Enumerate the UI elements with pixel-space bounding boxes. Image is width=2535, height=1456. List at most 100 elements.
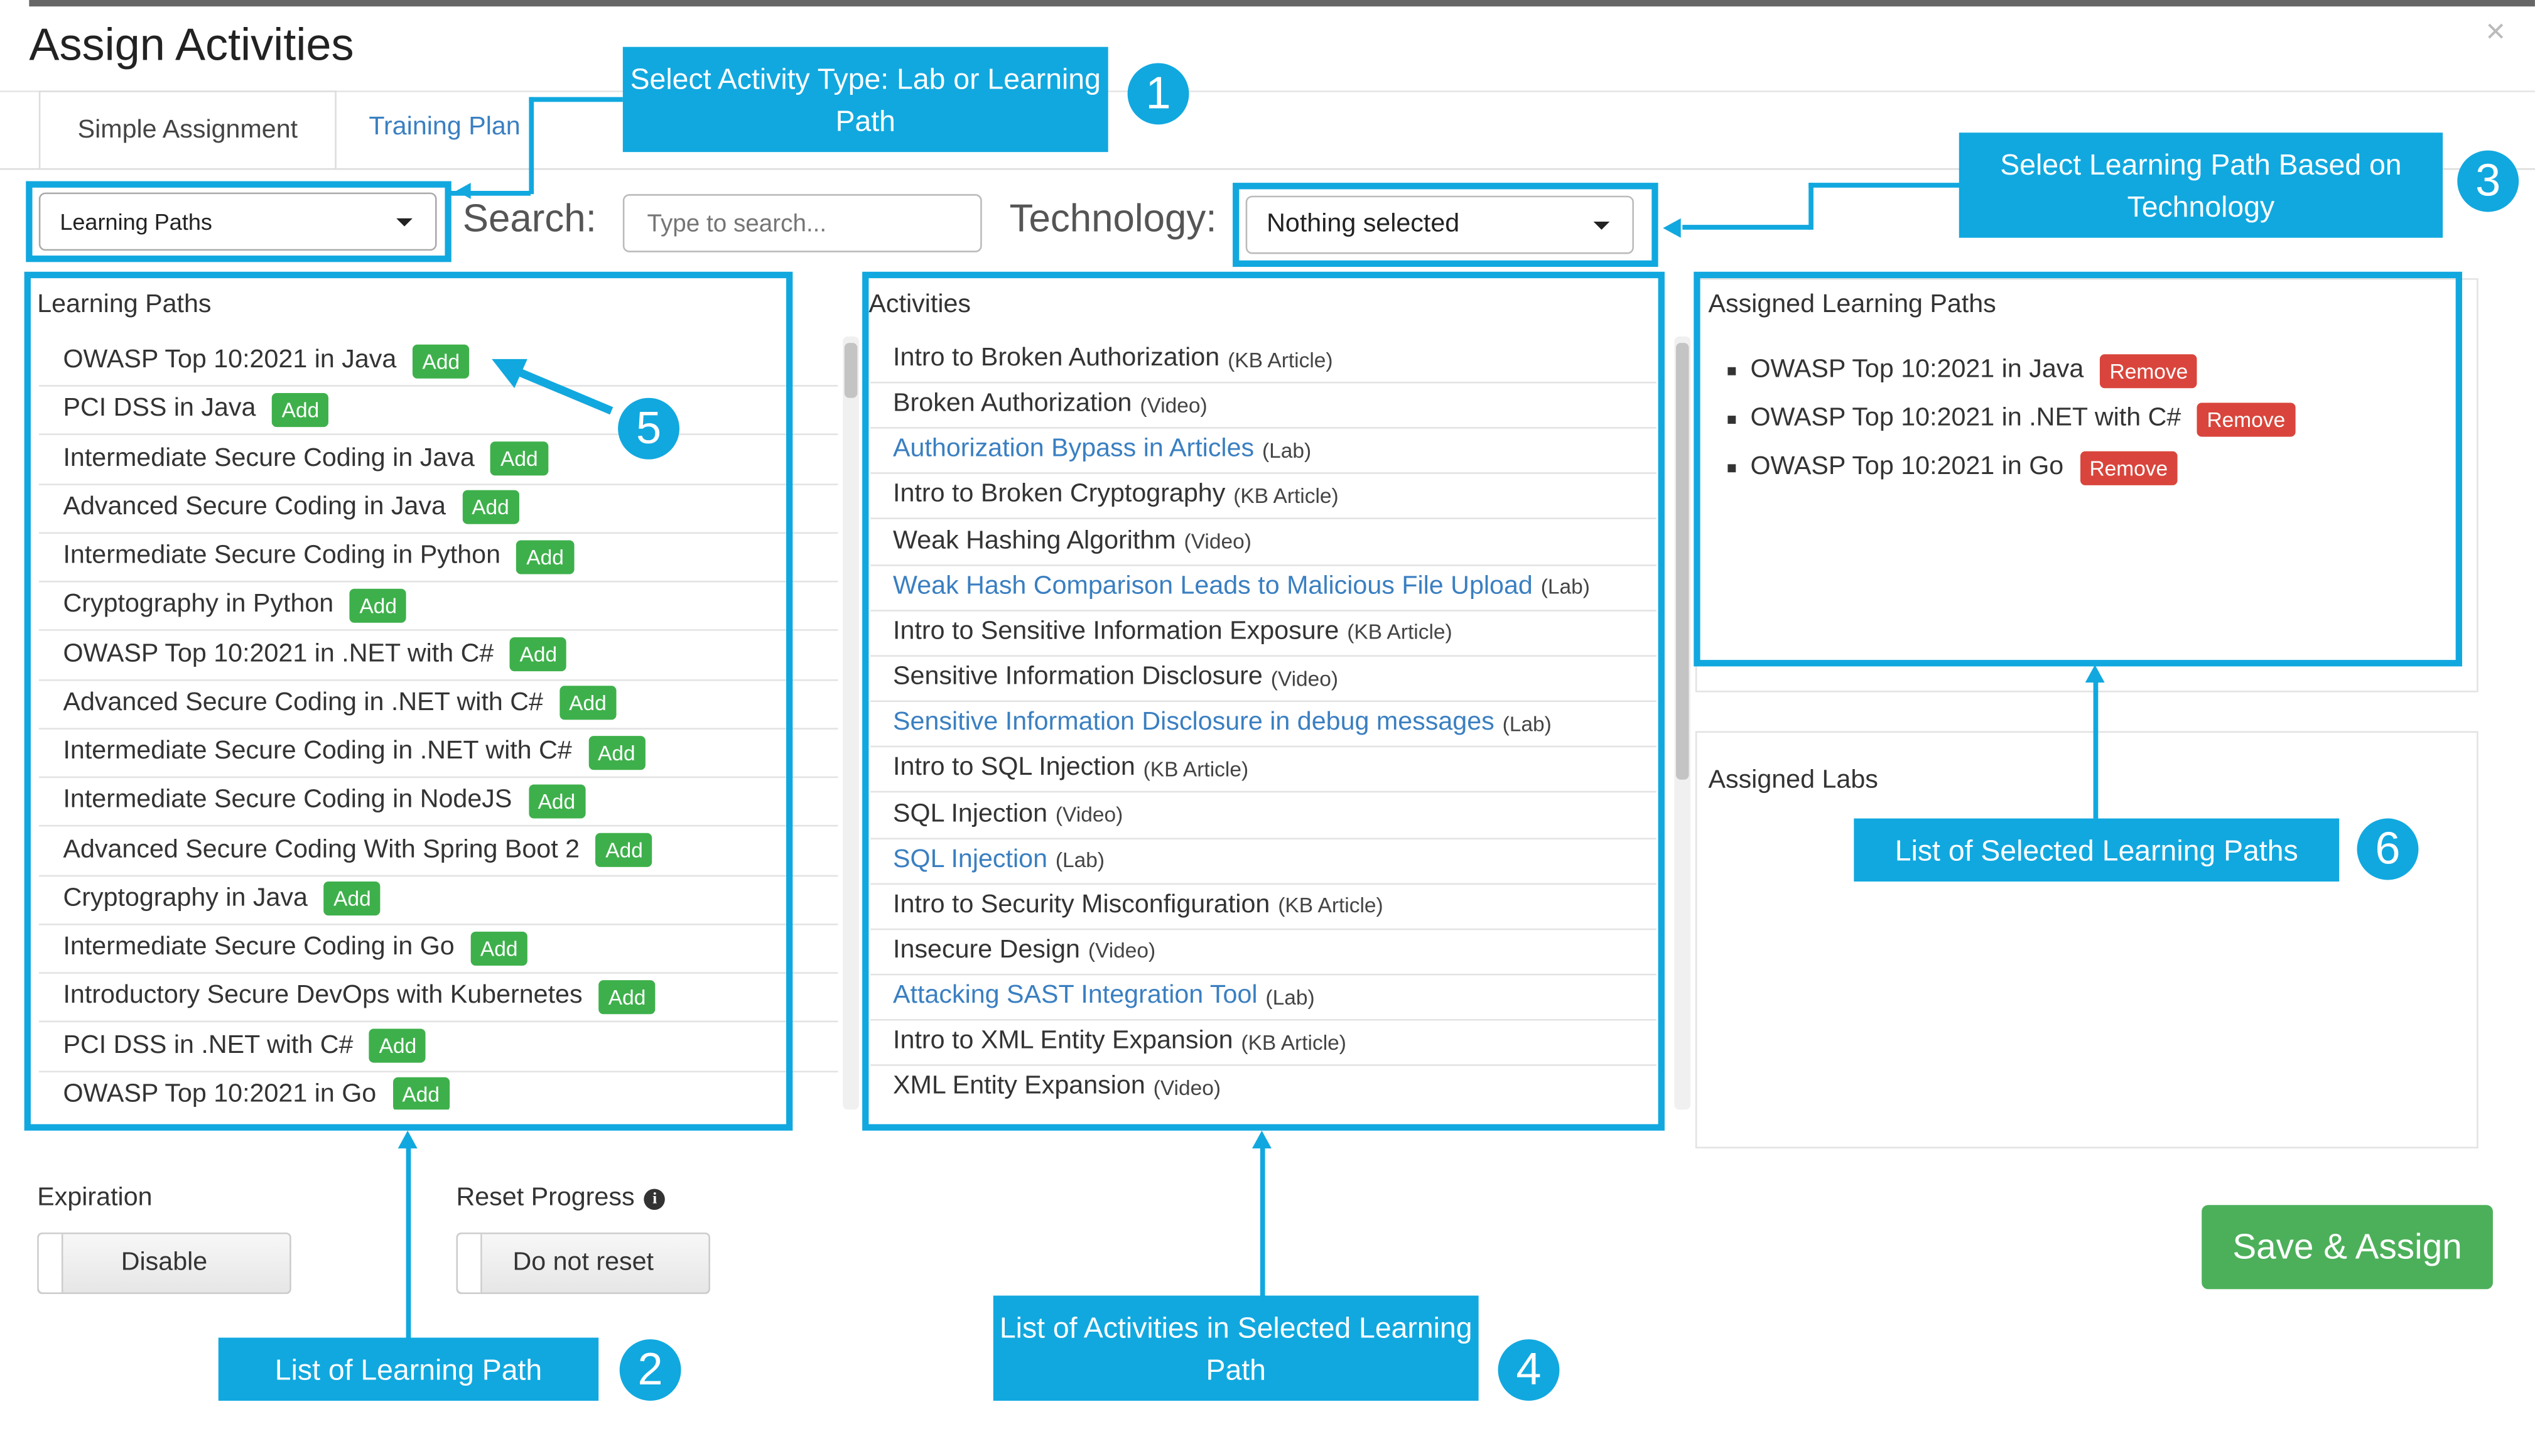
- activity-type: (Video): [1140, 392, 1208, 417]
- connector-arrow: [492, 359, 613, 415]
- connector-line: [2093, 679, 2099, 819]
- assigned-labs-panel: [1695, 731, 2478, 1149]
- connector-line: [1808, 183, 1813, 230]
- activity-link[interactable]: Authorization Bypass in Articles: [893, 435, 1255, 463]
- scroll-thumb[interactable]: [844, 343, 858, 398]
- search-input[interactable]: [622, 194, 982, 252]
- connector-arrow: [1663, 218, 1681, 238]
- activity-type: (Video): [1088, 939, 1156, 963]
- remove-button[interactable]: Remove: [2197, 402, 2295, 436]
- activity-link[interactable]: Attacking SAST Integration Tool: [893, 981, 1258, 1010]
- learning-path-name: Introductory Secure DevOps with Kubernet…: [63, 982, 583, 1010]
- assigned-path-item: OWASP Top 10:2021 in Go Remove: [1727, 443, 2294, 492]
- activity-type: (Lab): [1262, 438, 1312, 463]
- scroll-thumb[interactable]: [1675, 343, 1689, 780]
- activity-type-select[interactable]: Learning Paths: [38, 192, 437, 251]
- highlight-assigned-paths: [1694, 271, 2462, 667]
- activity-name: Insecure Design: [893, 936, 1080, 964]
- technology-select[interactable]: Nothing selected: [1245, 195, 1634, 254]
- reset-progress-label-wrap: Reset Progress i: [456, 1184, 666, 1213]
- learning-path-name: Intermediate Secure Coding in .NET with …: [63, 737, 572, 765]
- activity-name: XML Entity Expansion: [893, 1073, 1145, 1101]
- reset-progress-toggle[interactable]: Do not reset: [456, 1232, 710, 1294]
- tab-training-plan[interactable]: Training Plan: [369, 113, 521, 141]
- add-button[interactable]: Add: [413, 343, 470, 378]
- learning-path-name: PCI DSS in .NET with C#: [63, 1031, 354, 1059]
- remove-button[interactable]: Remove: [2100, 353, 2198, 387]
- add-button[interactable]: Add: [470, 930, 528, 965]
- list-item: Intermediate Secure Coding in .NET with …: [38, 728, 838, 779]
- activity-link[interactable]: SQL Injection: [893, 845, 1048, 873]
- add-button[interactable]: Add: [490, 441, 548, 476]
- learning-paths-title: Learning Paths: [37, 291, 212, 319]
- callout-4-text: List of Activities in Selected Learning …: [993, 1295, 1479, 1401]
- add-button[interactable]: Add: [369, 1028, 426, 1063]
- activities-scrollbar[interactable]: [1674, 336, 1691, 1110]
- highlight-learning-paths: [24, 271, 793, 1131]
- learning-paths-scrollbar[interactable]: [843, 336, 859, 1110]
- add-button[interactable]: Add: [595, 833, 653, 867]
- add-button[interactable]: Add: [598, 979, 656, 1014]
- activity-link[interactable]: Weak Hash Comparison Leads to Malicious …: [893, 572, 1533, 600]
- close-icon[interactable]: ✕: [2485, 19, 2507, 47]
- add-button[interactable]: Add: [516, 539, 574, 574]
- activity-name: Sensitive Information Disclosure: [893, 663, 1263, 691]
- add-button[interactable]: Add: [510, 637, 567, 672]
- expiration-value: Disable: [121, 1248, 208, 1276]
- assigned-labs-title: Assigned Labs: [1708, 767, 1878, 794]
- activity-type: (KB Article): [1143, 757, 1249, 781]
- learning-path-name: Intermediate Secure Coding in Go: [63, 933, 455, 961]
- highlight-activities: [862, 271, 1665, 1131]
- list-item: Advanced Secure Coding in Java Add: [38, 483, 838, 534]
- assigned-path-name: OWASP Top 10:2021 in Go: [1750, 453, 2064, 481]
- connector-line: [406, 1145, 411, 1340]
- expiration-toggle[interactable]: Disable: [37, 1232, 291, 1294]
- learning-path-name: OWASP Top 10:2021 in .NET with C#: [63, 639, 494, 667]
- activity-type: (KB Article): [1278, 893, 1383, 918]
- activities-title: Activities: [868, 291, 971, 319]
- remove-button[interactable]: Remove: [2079, 450, 2178, 485]
- add-button[interactable]: Add: [392, 1077, 450, 1110]
- bullet-icon: [1727, 366, 1736, 375]
- callout-3-text: Select Learning Path Based on Technology: [1959, 132, 2443, 238]
- callout-5-number: 5: [618, 397, 680, 460]
- technology-value: Nothing selected: [1267, 210, 1460, 238]
- tab-simple-assignment[interactable]: Simple Assignment: [38, 90, 337, 170]
- list-item: Intro to Security Misconfiguration(KB Ar…: [870, 883, 1657, 930]
- activity-name: Intro to XML Entity Expansion: [893, 1027, 1233, 1055]
- connector-arrow: [2085, 664, 2105, 683]
- learning-path-name: Advanced Secure Coding With Spring Boot …: [63, 835, 580, 863]
- bullet-icon: [1727, 414, 1736, 423]
- activity-name: Broken Authorization: [893, 390, 1132, 418]
- expiration-label: Expiration: [37, 1184, 153, 1212]
- save-assign-button[interactable]: Save & Assign: [2202, 1205, 2493, 1290]
- assigned-paths-title: Assigned Learning Paths: [1708, 291, 1996, 319]
- info-icon[interactable]: i: [644, 1188, 666, 1209]
- activity-type: (Lab): [1540, 574, 1590, 599]
- activity-type: (KB Article): [1241, 1030, 1346, 1055]
- list-item: Introductory Secure DevOps with Kubernet…: [38, 973, 838, 1023]
- callout-6-number: 6: [2357, 818, 2419, 880]
- add-button[interactable]: Add: [323, 882, 381, 916]
- activity-link[interactable]: Sensitive Information Disclosure in debu…: [893, 708, 1495, 736]
- learning-path-name: Cryptography in Java: [63, 884, 308, 912]
- connector-arrow: [456, 183, 471, 199]
- activity-name: Weak Hashing Algorithm: [893, 526, 1176, 554]
- add-button[interactable]: Add: [588, 735, 646, 769]
- callout-6-text: List of Selected Learning Paths: [1854, 818, 2340, 882]
- add-button[interactable]: Add: [272, 392, 329, 427]
- add-button[interactable]: Add: [462, 490, 519, 525]
- add-button[interactable]: Add: [559, 686, 617, 721]
- reset-progress-label: Reset Progress: [456, 1184, 635, 1212]
- add-button[interactable]: Add: [349, 588, 407, 623]
- add-button[interactable]: Add: [528, 784, 585, 818]
- callout-1-text: Select Activity Type: Lab or Learning Pa…: [622, 46, 1108, 153]
- list-item: SQL Injection(Video): [870, 792, 1657, 839]
- learning-path-name: Advanced Secure Coding in Java: [63, 493, 446, 520]
- list-item: Advanced Secure Coding With Spring Boot …: [38, 826, 838, 876]
